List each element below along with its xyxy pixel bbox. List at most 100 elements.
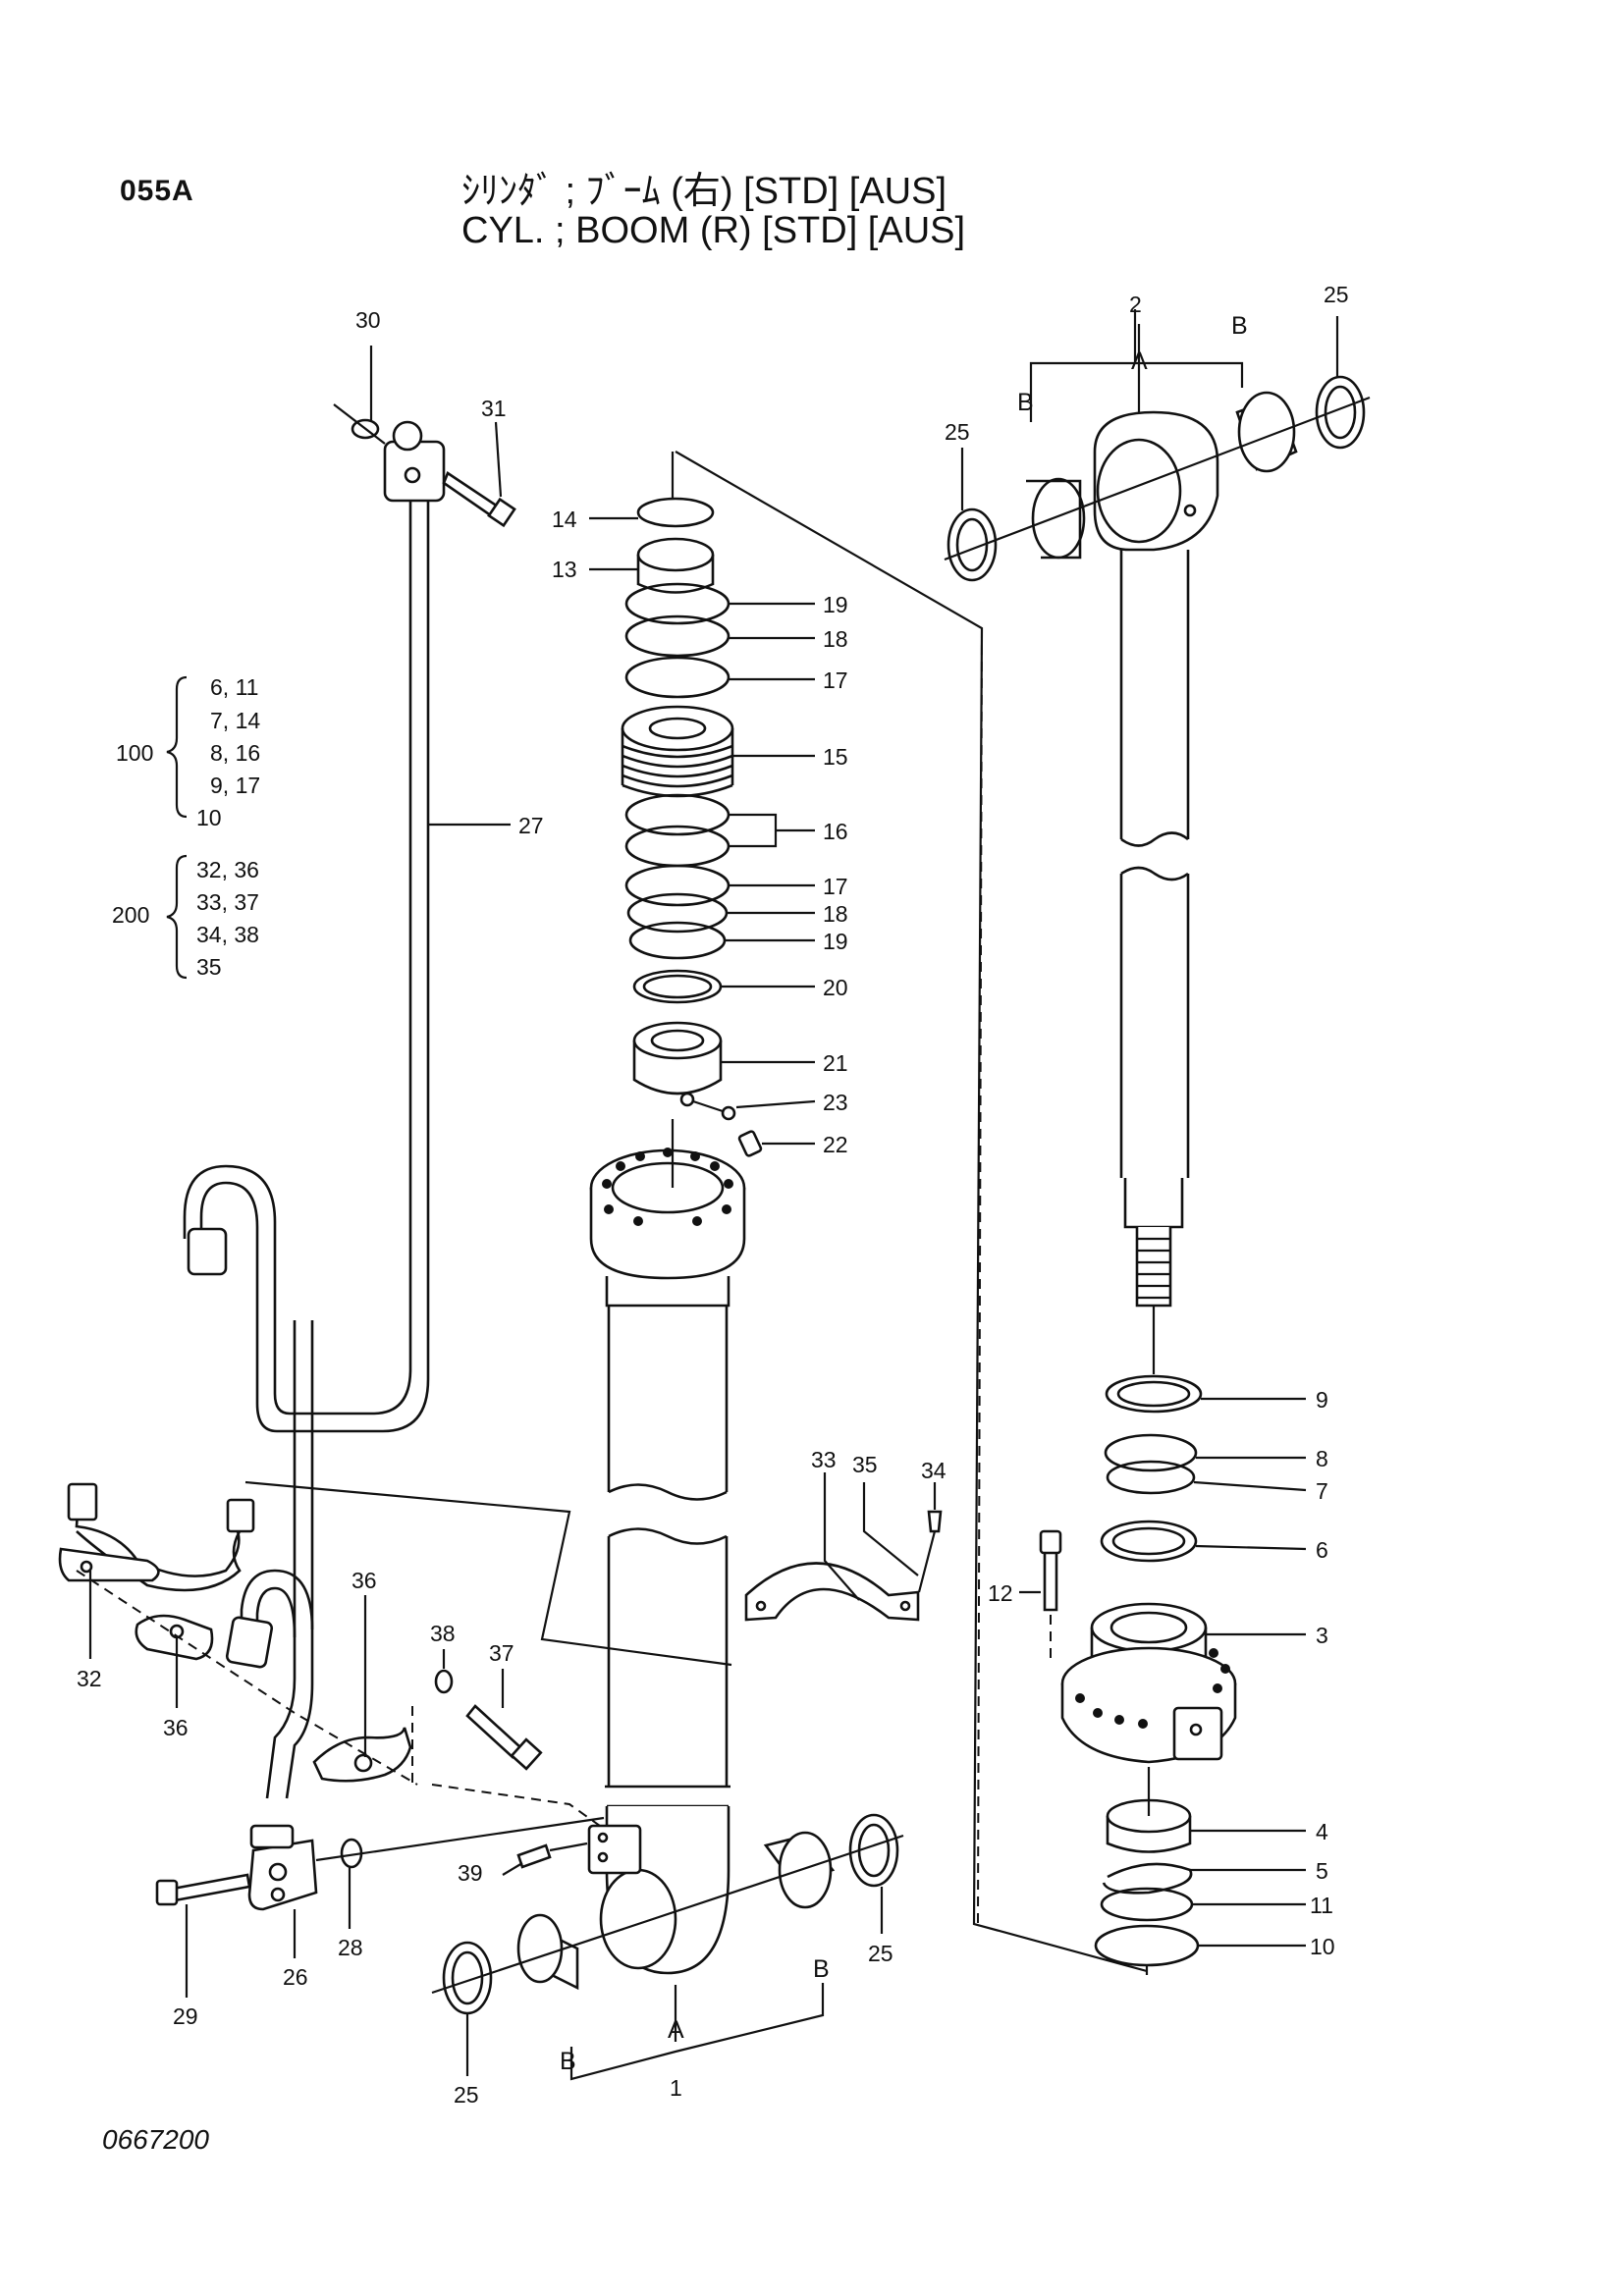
assembly-line bbox=[431, 1784, 615, 1837]
letter-a-tube: A bbox=[668, 2016, 684, 2044]
flange-hole bbox=[270, 1887, 286, 1902]
kit-200-item: 35 bbox=[196, 954, 222, 980]
rod-head-3-top bbox=[1090, 1602, 1208, 1653]
callout-7: 7 bbox=[1316, 1478, 1328, 1504]
seal-25-left-inner bbox=[451, 1950, 484, 2005]
seal-25-rod-right-inner bbox=[1324, 385, 1357, 440]
callout-21: 21 bbox=[823, 1050, 848, 1076]
callout-23: 23 bbox=[823, 1090, 848, 1115]
bushing-b-right-face bbox=[778, 1831, 833, 1909]
nut-21-bore bbox=[650, 1029, 705, 1052]
bolt-29-head bbox=[155, 1879, 179, 1906]
callout-25: 25 bbox=[1324, 282, 1349, 307]
pipe-port-hole bbox=[404, 466, 421, 484]
rod-head-3-bolt-holes bbox=[1075, 1648, 1230, 1729]
clamp-hole bbox=[755, 1600, 767, 1612]
clamp-hole bbox=[80, 1560, 93, 1574]
clamp-tab bbox=[67, 1482, 98, 1522]
callout-11: 11 bbox=[1310, 1893, 1333, 1918]
axis-line bbox=[333, 403, 386, 445]
letter-b-tube: B bbox=[813, 1955, 830, 1983]
kit-200-brace bbox=[166, 854, 188, 980]
kit-100-item: 9, 17 bbox=[210, 773, 260, 798]
callout-10: 10 bbox=[1310, 1934, 1335, 1959]
kit-100-item: 6, 11 bbox=[210, 674, 258, 700]
rod-break bbox=[1120, 866, 1189, 881]
callout-38: 38 bbox=[430, 1621, 456, 1646]
callout-labels: 14 13 19 18 17 15 16 17 18 19 20 21 23 2… bbox=[77, 282, 1349, 2108]
pipe-bend bbox=[199, 1181, 295, 1433]
pipe-27 bbox=[295, 496, 412, 1415]
axis-line bbox=[431, 1834, 904, 1995]
kit-100-group: 100 6, 11 7, 14 8, 16 9, 17 10 bbox=[116, 674, 260, 830]
clamp-tab bbox=[226, 1498, 255, 1533]
bolt-34 bbox=[927, 1510, 943, 1533]
callout-19: 19 bbox=[823, 592, 848, 617]
rod-thread-lines bbox=[1137, 1237, 1170, 1300]
tube-break bbox=[608, 1527, 728, 1545]
seal-25-rod-left-inner bbox=[955, 517, 989, 572]
kit-100-item: 8, 16 bbox=[210, 740, 260, 766]
lower-pipe bbox=[265, 1320, 297, 1799]
callout-35: 35 bbox=[852, 1452, 878, 1477]
callout-18: 18 bbox=[823, 901, 848, 927]
callout-30: 30 bbox=[355, 307, 381, 333]
seal-6-inner bbox=[1111, 1526, 1186, 1556]
pipe-flange-block bbox=[383, 440, 446, 503]
kit-100-item: 7, 14 bbox=[210, 708, 260, 733]
split-flange-26 bbox=[247, 1839, 318, 1911]
assembly-line bbox=[76, 1570, 418, 1786]
page-title-japanese: ｼﾘﾝﾀﾞ ; ﾌﾞｰﾑ (右) [STD] [AUS] bbox=[461, 171, 947, 212]
rod-shaft-upper bbox=[1119, 550, 1190, 839]
rod-step bbox=[1123, 1178, 1184, 1229]
clamp-hole bbox=[899, 1600, 911, 1612]
tube-flange bbox=[589, 1188, 746, 1280]
page-code: 055A bbox=[120, 175, 194, 207]
callout-36: 36 bbox=[163, 1715, 189, 1740]
tube-eye-bore bbox=[599, 1868, 677, 1970]
bolt-29 bbox=[171, 1873, 251, 1902]
axis-line bbox=[549, 1842, 588, 1852]
letter-b-tube: B bbox=[560, 2048, 576, 2075]
letter-b-rod: B bbox=[1017, 389, 1034, 416]
nut-21-setscrew-hole bbox=[679, 1092, 695, 1107]
tube-collar bbox=[605, 1276, 730, 1308]
ring-14 bbox=[636, 497, 715, 528]
callout-26: 26 bbox=[283, 1964, 308, 1990]
backup-ring-19-lower bbox=[628, 921, 727, 960]
callout-31: 31 bbox=[481, 396, 507, 421]
seal-8 bbox=[1104, 1433, 1198, 1472]
clamp-33 bbox=[744, 1562, 920, 1622]
flange-hole bbox=[268, 1862, 288, 1882]
callout-15: 15 bbox=[823, 744, 848, 770]
washer-38 bbox=[434, 1669, 454, 1694]
callout-34: 34 bbox=[921, 1458, 947, 1483]
piston-13-top bbox=[636, 537, 715, 572]
callout-leaders bbox=[88, 309, 1339, 2081]
lower-pipe-bend-inner bbox=[255, 1586, 297, 1651]
pipe-27-inner bbox=[295, 496, 430, 1433]
lower-pipe-inner bbox=[285, 1320, 314, 1799]
letter-b-rod: B bbox=[1231, 312, 1248, 340]
tube-port-block bbox=[587, 1824, 642, 1875]
wear-ring-18-lower bbox=[626, 892, 729, 934]
bolt-12-head bbox=[1039, 1529, 1062, 1555]
callout-28: 28 bbox=[338, 1935, 363, 1960]
axis-line bbox=[944, 396, 1371, 561]
tube-flange-holes bbox=[602, 1148, 733, 1226]
clamp-hole bbox=[353, 1753, 373, 1773]
rod-shaft-lower bbox=[1119, 874, 1190, 1178]
callout-29: 29 bbox=[173, 2003, 198, 2029]
callout-22: 22 bbox=[823, 1132, 848, 1157]
kit-100-brace bbox=[166, 675, 188, 819]
kit-200-item: 32, 36 bbox=[196, 857, 259, 882]
port-hole bbox=[597, 1832, 609, 1843]
callout-14: 14 bbox=[552, 507, 577, 532]
piston-15-top bbox=[621, 705, 734, 752]
piston-15-bore bbox=[648, 717, 707, 740]
callout-27: 27 bbox=[518, 813, 544, 838]
steel-ball-23 bbox=[721, 1105, 736, 1121]
callout-18: 18 bbox=[823, 626, 848, 652]
piston-rod-2 bbox=[944, 375, 1371, 1374]
kit-200-item: 33, 37 bbox=[196, 889, 259, 915]
